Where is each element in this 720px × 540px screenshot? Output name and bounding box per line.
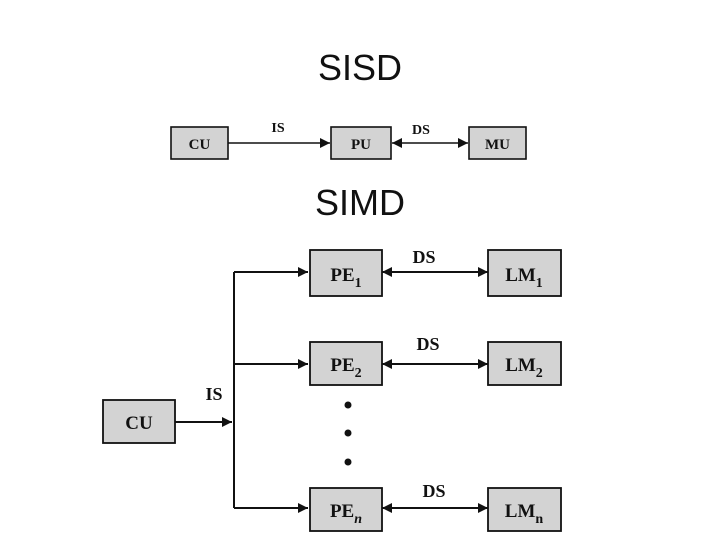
simd-pe1-label: PE1 xyxy=(330,265,361,291)
simd-pe2-label: PE2 xyxy=(330,355,361,381)
sisd-is-label: IS xyxy=(271,121,284,136)
simd-lm1-label: LM1 xyxy=(505,265,543,291)
ellipsis-dot xyxy=(344,458,352,466)
sisd-cu-box xyxy=(170,126,229,160)
simd-ds-label-2: DS xyxy=(416,334,439,354)
simd-ds-label-1: DS xyxy=(412,247,435,267)
sisd-title: SISD xyxy=(317,47,403,88)
simd-pen-label: PEn xyxy=(330,501,362,527)
sisd-mu-box xyxy=(468,126,527,160)
sisd-ds-label: DS xyxy=(412,123,430,138)
simd-pe1-box xyxy=(309,249,383,297)
simd-title: SIMD xyxy=(315,182,405,223)
simd-lm2-box xyxy=(487,341,562,386)
simd-lmn-box xyxy=(487,487,562,532)
simd-cu-label: CU xyxy=(125,413,153,434)
ellipsis-dot xyxy=(344,429,352,437)
ellipsis-dot xyxy=(344,401,352,409)
simd-lm1-box xyxy=(487,249,562,297)
simd-lmn-label: LMn xyxy=(505,501,544,527)
simd-ds-label-n: DS xyxy=(422,481,445,501)
sisd-pu-label: PU xyxy=(351,137,371,153)
sisd-mu-label: MU xyxy=(485,137,510,153)
sisd-cu-label: CU xyxy=(189,137,211,153)
simd-lm2-label: LM2 xyxy=(505,355,543,381)
simd-is-label: IS xyxy=(205,384,222,404)
sisd-pu-box xyxy=(330,126,392,160)
simd-diagram: CU IS PE1 DS LM1 PE2 DS LM2 xyxy=(102,247,562,532)
sisd-diagram: CU PU MU IS DS xyxy=(170,121,527,160)
